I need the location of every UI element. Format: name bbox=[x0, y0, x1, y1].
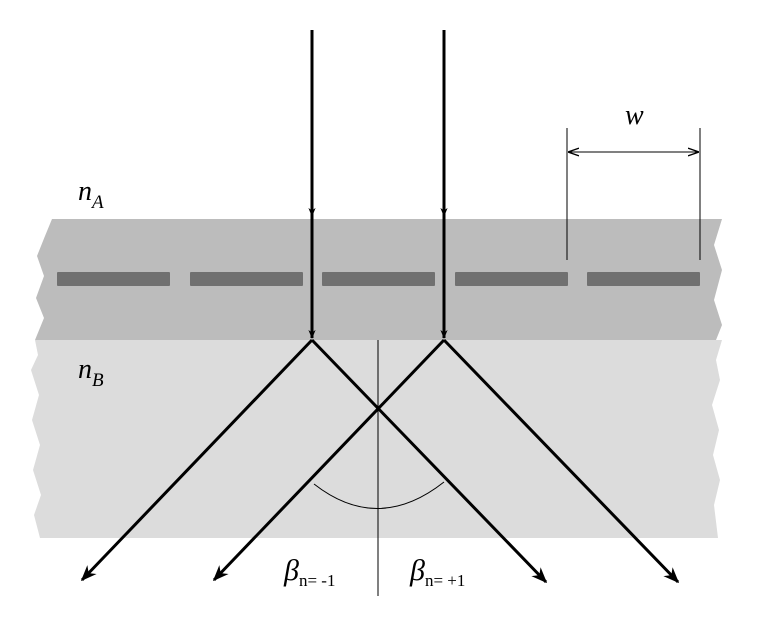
medium-b-label: nB bbox=[78, 354, 104, 391]
period-label: w bbox=[625, 100, 644, 131]
diffracted-ray-left-minus-1 bbox=[80, 338, 314, 582]
medium-b-layer bbox=[31, 340, 722, 538]
medium-a-label: nA bbox=[78, 176, 104, 213]
diffracted-ray-right-plus-1 bbox=[442, 338, 680, 584]
diffracted-ray-left-plus-1 bbox=[310, 338, 548, 584]
grating-bar bbox=[57, 272, 170, 286]
angle-arc bbox=[313, 481, 445, 509]
beta-minus-1-label: βn= -1 bbox=[283, 554, 335, 590]
grating-bar bbox=[587, 272, 700, 286]
grating-bar bbox=[322, 272, 435, 286]
diffracted-ray-right-minus-1 bbox=[212, 338, 446, 582]
grating-bar bbox=[455, 272, 568, 286]
grating-bars bbox=[57, 272, 700, 286]
grating-bar bbox=[190, 272, 303, 286]
beta-plus-1-label: βn= +1 bbox=[409, 554, 465, 590]
